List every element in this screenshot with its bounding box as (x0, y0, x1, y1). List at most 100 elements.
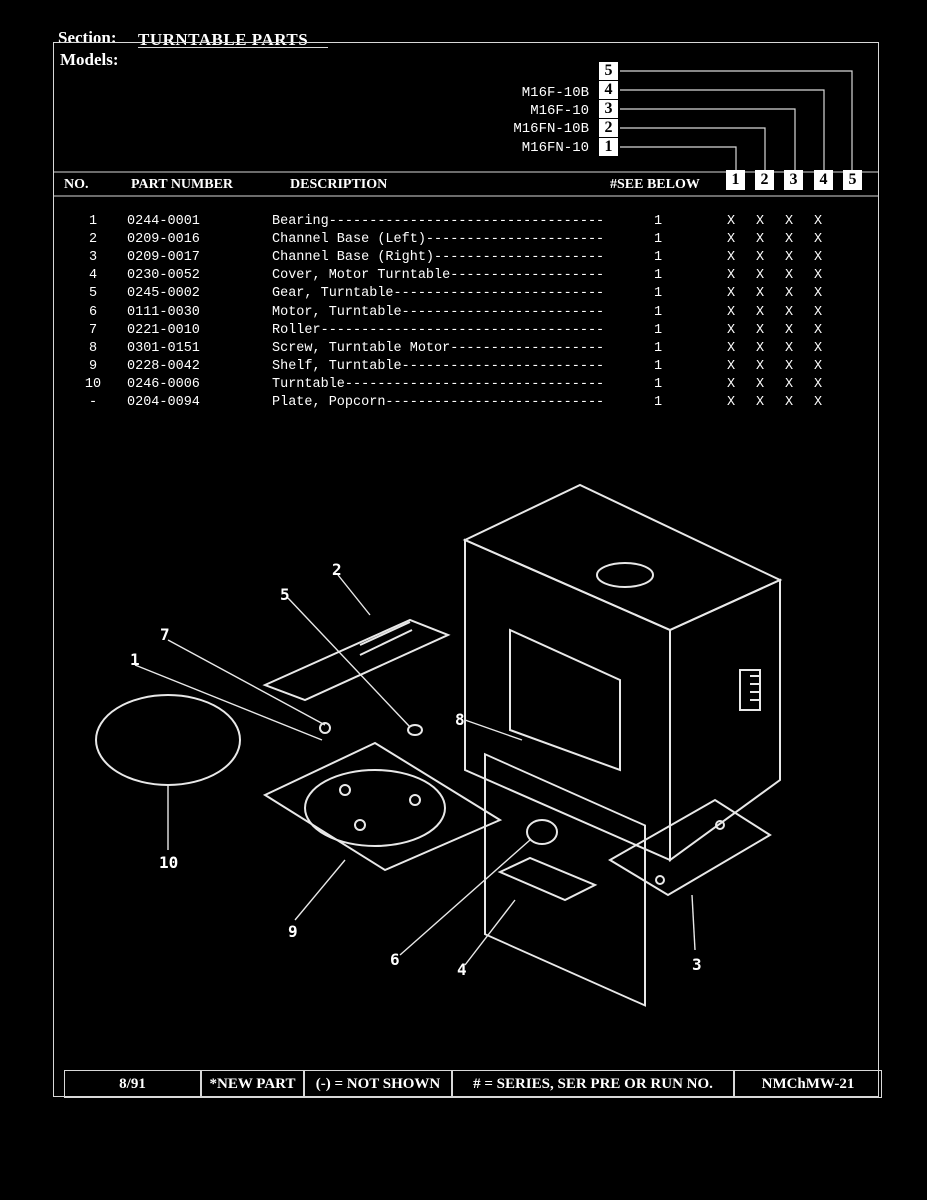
row-quantity: 1 (654, 232, 663, 248)
section-title: TURNTABLE PARTS (138, 30, 309, 49)
row-item-number: 6 (88, 304, 98, 320)
leader-2 (337, 574, 371, 616)
gear (407, 724, 423, 736)
column-header-no: NO. (64, 177, 89, 192)
row-model-mark-3: X (784, 322, 794, 338)
row-model-mark-2: X (755, 358, 765, 374)
row-description: Motor, Turntable------------------------… (272, 304, 605, 320)
callout-1: 1 (130, 650, 140, 669)
column-box-3: 3 (784, 170, 803, 190)
column-box-4: 4 (814, 170, 833, 190)
row-part-number: 0246-0006 (127, 376, 200, 392)
row-model-mark-1: X (726, 232, 736, 248)
row-model-mark-1: X (726, 214, 736, 229)
row-item-number: 2 (88, 232, 98, 248)
row-model-mark-3: X (784, 232, 794, 248)
callout-3: 3 (692, 955, 702, 974)
callout-4: 4 (457, 960, 467, 979)
turntable-ring (95, 694, 241, 786)
row-model-mark-4: X (813, 286, 823, 302)
row-model-mark-3: X (784, 340, 794, 356)
row-quantity: 1 (654, 322, 663, 338)
row-part-number: 0301-0151 (127, 340, 200, 356)
row-model-mark-2: X (755, 268, 765, 284)
row-part-number: 0111-0030 (127, 304, 200, 320)
model-box-2: 2 (599, 119, 618, 137)
footer: 8/91 *NEW PART (-) = NOT SHOWN # = SERIE… (64, 1070, 882, 1100)
row-model-mark-1: X (726, 286, 736, 302)
row-model-mark-1: X (726, 304, 736, 320)
row-model-mark-4: X (813, 304, 823, 320)
model-name-4: M16F-10B (521, 85, 589, 101)
row-quantity: 1 (654, 214, 663, 229)
footer-series-note: # = SERIES, SER PRE OR RUN NO. (452, 1070, 734, 1098)
row-model-mark-2: X (755, 376, 765, 392)
model-name-2: M16FN-10B (513, 121, 589, 137)
leader-7 (167, 639, 326, 726)
leader-6 (399, 839, 531, 956)
row-model-mark-1: X (726, 250, 736, 266)
row-description: Turntable-------------------------------… (272, 376, 605, 392)
section-title-underline (138, 47, 328, 48)
row-model-mark-3: X (784, 250, 794, 266)
row-model-mark-4: X (813, 340, 823, 356)
row-part-number: 0244-0001 (127, 214, 200, 229)
row-model-mark-3: X (784, 214, 794, 229)
row-model-mark-3: X (784, 268, 794, 284)
row-item-number: 7 (88, 322, 98, 338)
row-model-mark-2: X (755, 340, 765, 356)
row-model-mark-4: X (813, 268, 823, 284)
row-model-mark-2: X (755, 250, 765, 266)
row-model-mark-4: X (813, 376, 823, 392)
motor-cover (497, 856, 598, 902)
model-box-5: 5 (599, 62, 618, 80)
row-quantity: 1 (654, 395, 663, 410)
cavity-front-outline (464, 538, 671, 862)
row-model-mark-3: X (784, 304, 794, 320)
row-model-mark-1: X (726, 268, 736, 284)
row-model-mark-4: X (813, 358, 823, 374)
row-model-mark-2: X (755, 286, 765, 302)
model-box-3: 3 (599, 100, 618, 118)
row-model-mark-2: X (755, 395, 765, 410)
column-header-part-number: PART NUMBER (131, 177, 234, 192)
row-quantity: 1 (654, 358, 663, 374)
row-model-mark-4: X (813, 322, 823, 338)
row-part-number: 0228-0042 (127, 358, 200, 374)
leader-9 (294, 859, 346, 921)
row-part-number: 0204-0094 (127, 395, 200, 410)
row-quantity: 1 (654, 340, 663, 356)
row-model-mark-4: X (813, 232, 823, 248)
row-part-number: 0230-0052 (127, 268, 200, 284)
row-model-mark-3: X (784, 395, 794, 410)
row-part-number: 0245-0002 (127, 286, 200, 302)
row-quantity: 1 (654, 250, 663, 266)
callout-10: 10 (159, 853, 178, 872)
row-item-number: 4 (88, 268, 98, 284)
row-model-mark-1: X (726, 358, 736, 374)
callout-6: 6 (390, 950, 400, 969)
row-model-mark-3: X (784, 376, 794, 392)
row-quantity: 1 (654, 286, 663, 302)
row-model-mark-4: X (813, 395, 823, 410)
motor (526, 819, 558, 845)
row-model-mark-1: X (726, 376, 736, 392)
row-description: Cover, Motor Turntable------------------… (272, 268, 605, 284)
column-box-2: 2 (755, 170, 774, 190)
row-item-number: 5 (88, 286, 98, 302)
row-description: Shelf, Turntable------------------------… (272, 358, 605, 374)
leader-4 (464, 899, 516, 966)
model-name-1: M16FN-10 (521, 140, 589, 156)
row-description: Roller----------------------------------… (272, 322, 605, 338)
leader-3 (691, 894, 696, 951)
turntable-shelf (262, 741, 503, 872)
exploded-parts-diagram: 1 2 3 4 5 6 7 8 9 10 (95, 483, 783, 1007)
row-item-number: 10 (84, 376, 102, 392)
row-model-mark-2: X (755, 214, 765, 229)
row-quantity: 1 (654, 268, 663, 284)
row-part-number: 0209-0017 (127, 250, 200, 266)
row-model-mark-1: X (726, 322, 736, 338)
channel-base-left (262, 618, 451, 702)
footer-doc-code: NMChMW-21 (734, 1070, 882, 1098)
leader-1 (134, 664, 323, 741)
